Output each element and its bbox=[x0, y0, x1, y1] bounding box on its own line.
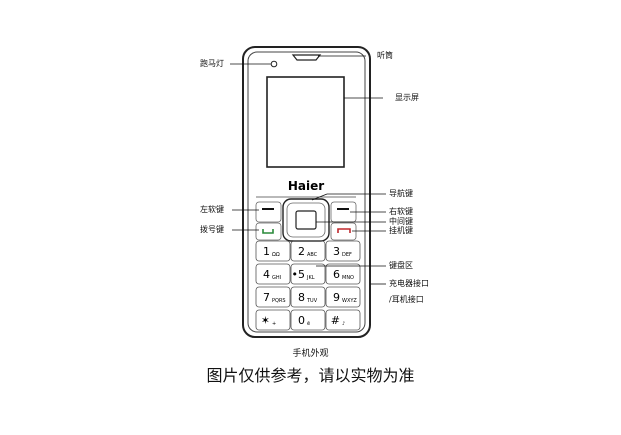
keypad-key-sub: WXYZ bbox=[342, 298, 357, 304]
keypad-key-main: •5 bbox=[292, 268, 306, 281]
figure-title: 手机外观 bbox=[292, 349, 329, 359]
label-center-key: 中间键 bbox=[389, 217, 413, 226]
disclaimer: 图片仅供参考，请以实物为准 bbox=[206, 366, 415, 385]
navigation-key-ring bbox=[286, 202, 326, 238]
keypad-key-frame bbox=[255, 309, 291, 331]
left-soft-key[interactable] bbox=[255, 201, 282, 223]
keypad-key-frame bbox=[325, 286, 361, 308]
keypad-key-frame bbox=[290, 286, 326, 308]
display-screen bbox=[266, 76, 345, 168]
keypad-key-main: 2 bbox=[298, 245, 305, 258]
keypad-key-main: 0 bbox=[298, 314, 305, 327]
keypad-key-frame bbox=[290, 240, 326, 262]
keypad-key-sub: JKL bbox=[306, 275, 315, 281]
keypad-key-sub: TUV bbox=[306, 298, 318, 304]
keypad-key-main: 4 bbox=[263, 268, 270, 281]
phone-body-outer bbox=[242, 46, 371, 338]
brand-logo: Haier bbox=[288, 179, 324, 193]
label-right-soft-key: 右软键 bbox=[389, 207, 413, 216]
keypad-key-frame bbox=[325, 240, 361, 262]
keypad-key-frame bbox=[325, 263, 361, 285]
keypad-key-sub: ē bbox=[307, 321, 310, 327]
keypad-key-sub: DEF bbox=[342, 252, 352, 258]
keypad-key-frame bbox=[255, 240, 291, 262]
keypad-key-main: # bbox=[331, 314, 340, 327]
keypad-key-sub: ΩΩ bbox=[272, 252, 280, 258]
keypad-key[interactable]: ✶+ bbox=[255, 309, 291, 331]
end-key[interactable] bbox=[330, 222, 357, 241]
keypad-key-frame bbox=[290, 263, 326, 285]
dial-key[interactable] bbox=[255, 222, 282, 241]
label-charger-port: 充电器接口 bbox=[389, 279, 429, 288]
keypad-key-main: 7 bbox=[263, 291, 270, 304]
keypad-key-sub: ♪ bbox=[342, 321, 345, 327]
label-display: 显示屏 bbox=[395, 93, 419, 102]
keypad-key-sub: + bbox=[272, 321, 276, 327]
keypad-key-frame bbox=[290, 309, 326, 331]
receiver-slot bbox=[291, 54, 322, 61]
keypad-key-frame bbox=[255, 263, 291, 285]
keypad-key-main: ✶ bbox=[261, 314, 270, 327]
keypad-key-frame bbox=[325, 309, 361, 331]
label-receiver: 听筒 bbox=[377, 51, 393, 60]
label-keypad-area: 键盘区 bbox=[389, 261, 413, 270]
keypad-key-sub: MNO bbox=[342, 275, 354, 281]
keypad-key-main: 1 bbox=[263, 245, 270, 258]
keypad-key-main: 3 bbox=[333, 245, 340, 258]
keypad-key-main: 6 bbox=[333, 268, 340, 281]
phone-body-inner bbox=[247, 51, 366, 333]
keypad-key[interactable]: #♪ bbox=[325, 309, 361, 331]
center-key[interactable] bbox=[295, 210, 317, 230]
label-end-key: 挂机键 bbox=[389, 226, 413, 235]
label-left-soft-key: 左软键 bbox=[200, 205, 224, 214]
leader-lines bbox=[230, 55, 386, 285]
keypad-key-sub: GHI bbox=[272, 275, 281, 281]
keypad-key-main: 9 bbox=[333, 291, 340, 304]
label-dial-key: 拨号键 bbox=[200, 225, 224, 234]
keypad-key-sub: PQRS bbox=[272, 298, 286, 304]
keypad-key-frame bbox=[255, 286, 291, 308]
keypad-key-main: 8 bbox=[298, 291, 305, 304]
keypad-key-sub: ABC bbox=[307, 252, 318, 258]
label-nav-key: 导航键 bbox=[389, 189, 413, 198]
navigation-key[interactable] bbox=[282, 198, 330, 242]
label-earphone-port: /耳机接口 bbox=[389, 295, 424, 304]
indicator-light bbox=[270, 60, 278, 68]
label-indicator-light: 跑马灯 bbox=[200, 59, 224, 68]
leader-line-nav bbox=[311, 193, 328, 201]
